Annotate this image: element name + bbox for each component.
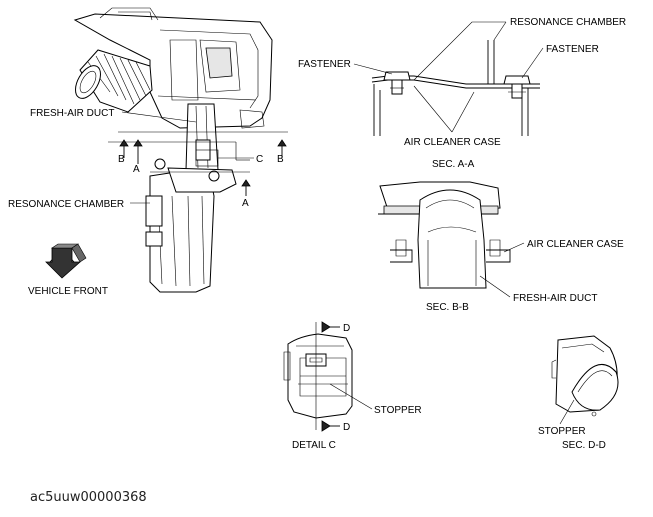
leader-resonance-chamber-top-1 <box>413 21 506 81</box>
label-fastener-right: FASTENER <box>546 44 599 55</box>
leader-fastener-left <box>353 63 393 75</box>
label-sec-dd: SEC. D-D <box>562 440 606 451</box>
label-resonance-chamber-main: RESONANCE CHAMBER <box>8 199 124 210</box>
leader-stopper-d <box>559 399 575 425</box>
label-stopper-d: STOPPER <box>538 426 586 437</box>
label-resonance-chamber-top: RESONANCE CHAMBER <box>510 17 626 28</box>
section-mark-c: C <box>256 154 263 165</box>
label-sec-aa: SEC. A-A <box>432 159 475 170</box>
section-mark-d-bottom: D <box>343 422 350 433</box>
image-code: ac5uuw00000368 <box>30 490 147 505</box>
section-bb-drawing <box>378 181 511 289</box>
section-aa-drawing <box>371 40 540 136</box>
label-sec-bb: SEC. B-B <box>426 302 469 313</box>
section-mark-b-right: B <box>277 154 284 165</box>
section-mark-a-left: A <box>133 164 140 175</box>
label-air-cleaner-case-b: AIR CLEANER CASE <box>527 239 624 250</box>
leader-fresh-air-duct-b <box>479 275 511 298</box>
section-mark-b-left: B <box>118 154 125 165</box>
section-dd-drawing <box>551 335 619 417</box>
vehicle-front-arrow-icon <box>45 243 87 279</box>
label-fresh-air-duct-main: FRESH-AIR DUCT <box>30 108 114 119</box>
leader-fresh-air-duct-main <box>121 111 197 123</box>
section-mark-d-top: D <box>343 323 350 334</box>
leader-stopper-c <box>329 383 373 410</box>
label-detail-c: DETAIL C <box>292 440 336 451</box>
leader-resonance-chamber-top-2 <box>493 21 507 41</box>
label-fastener-left: FASTENER <box>298 59 351 70</box>
label-fresh-air-duct-b: FRESH-AIR DUCT <box>513 293 597 304</box>
section-lines-main <box>108 131 288 196</box>
leader-air-cleaner-case-a-1 <box>413 85 453 133</box>
air-cleaner-assembly <box>73 7 273 293</box>
label-vehicle-front: VEHICLE FRONT <box>28 286 108 297</box>
label-air-cleaner-case-a: AIR CLEANER CASE <box>404 137 501 148</box>
detail-c-drawing <box>283 321 353 432</box>
leader-air-cleaner-case-a-2 <box>451 91 475 133</box>
section-mark-a-bottom: A <box>242 198 249 209</box>
leader-fastener-right <box>521 47 544 79</box>
leader-air-cleaner-case-b <box>503 242 525 253</box>
label-stopper-c: STOPPER <box>374 405 422 416</box>
